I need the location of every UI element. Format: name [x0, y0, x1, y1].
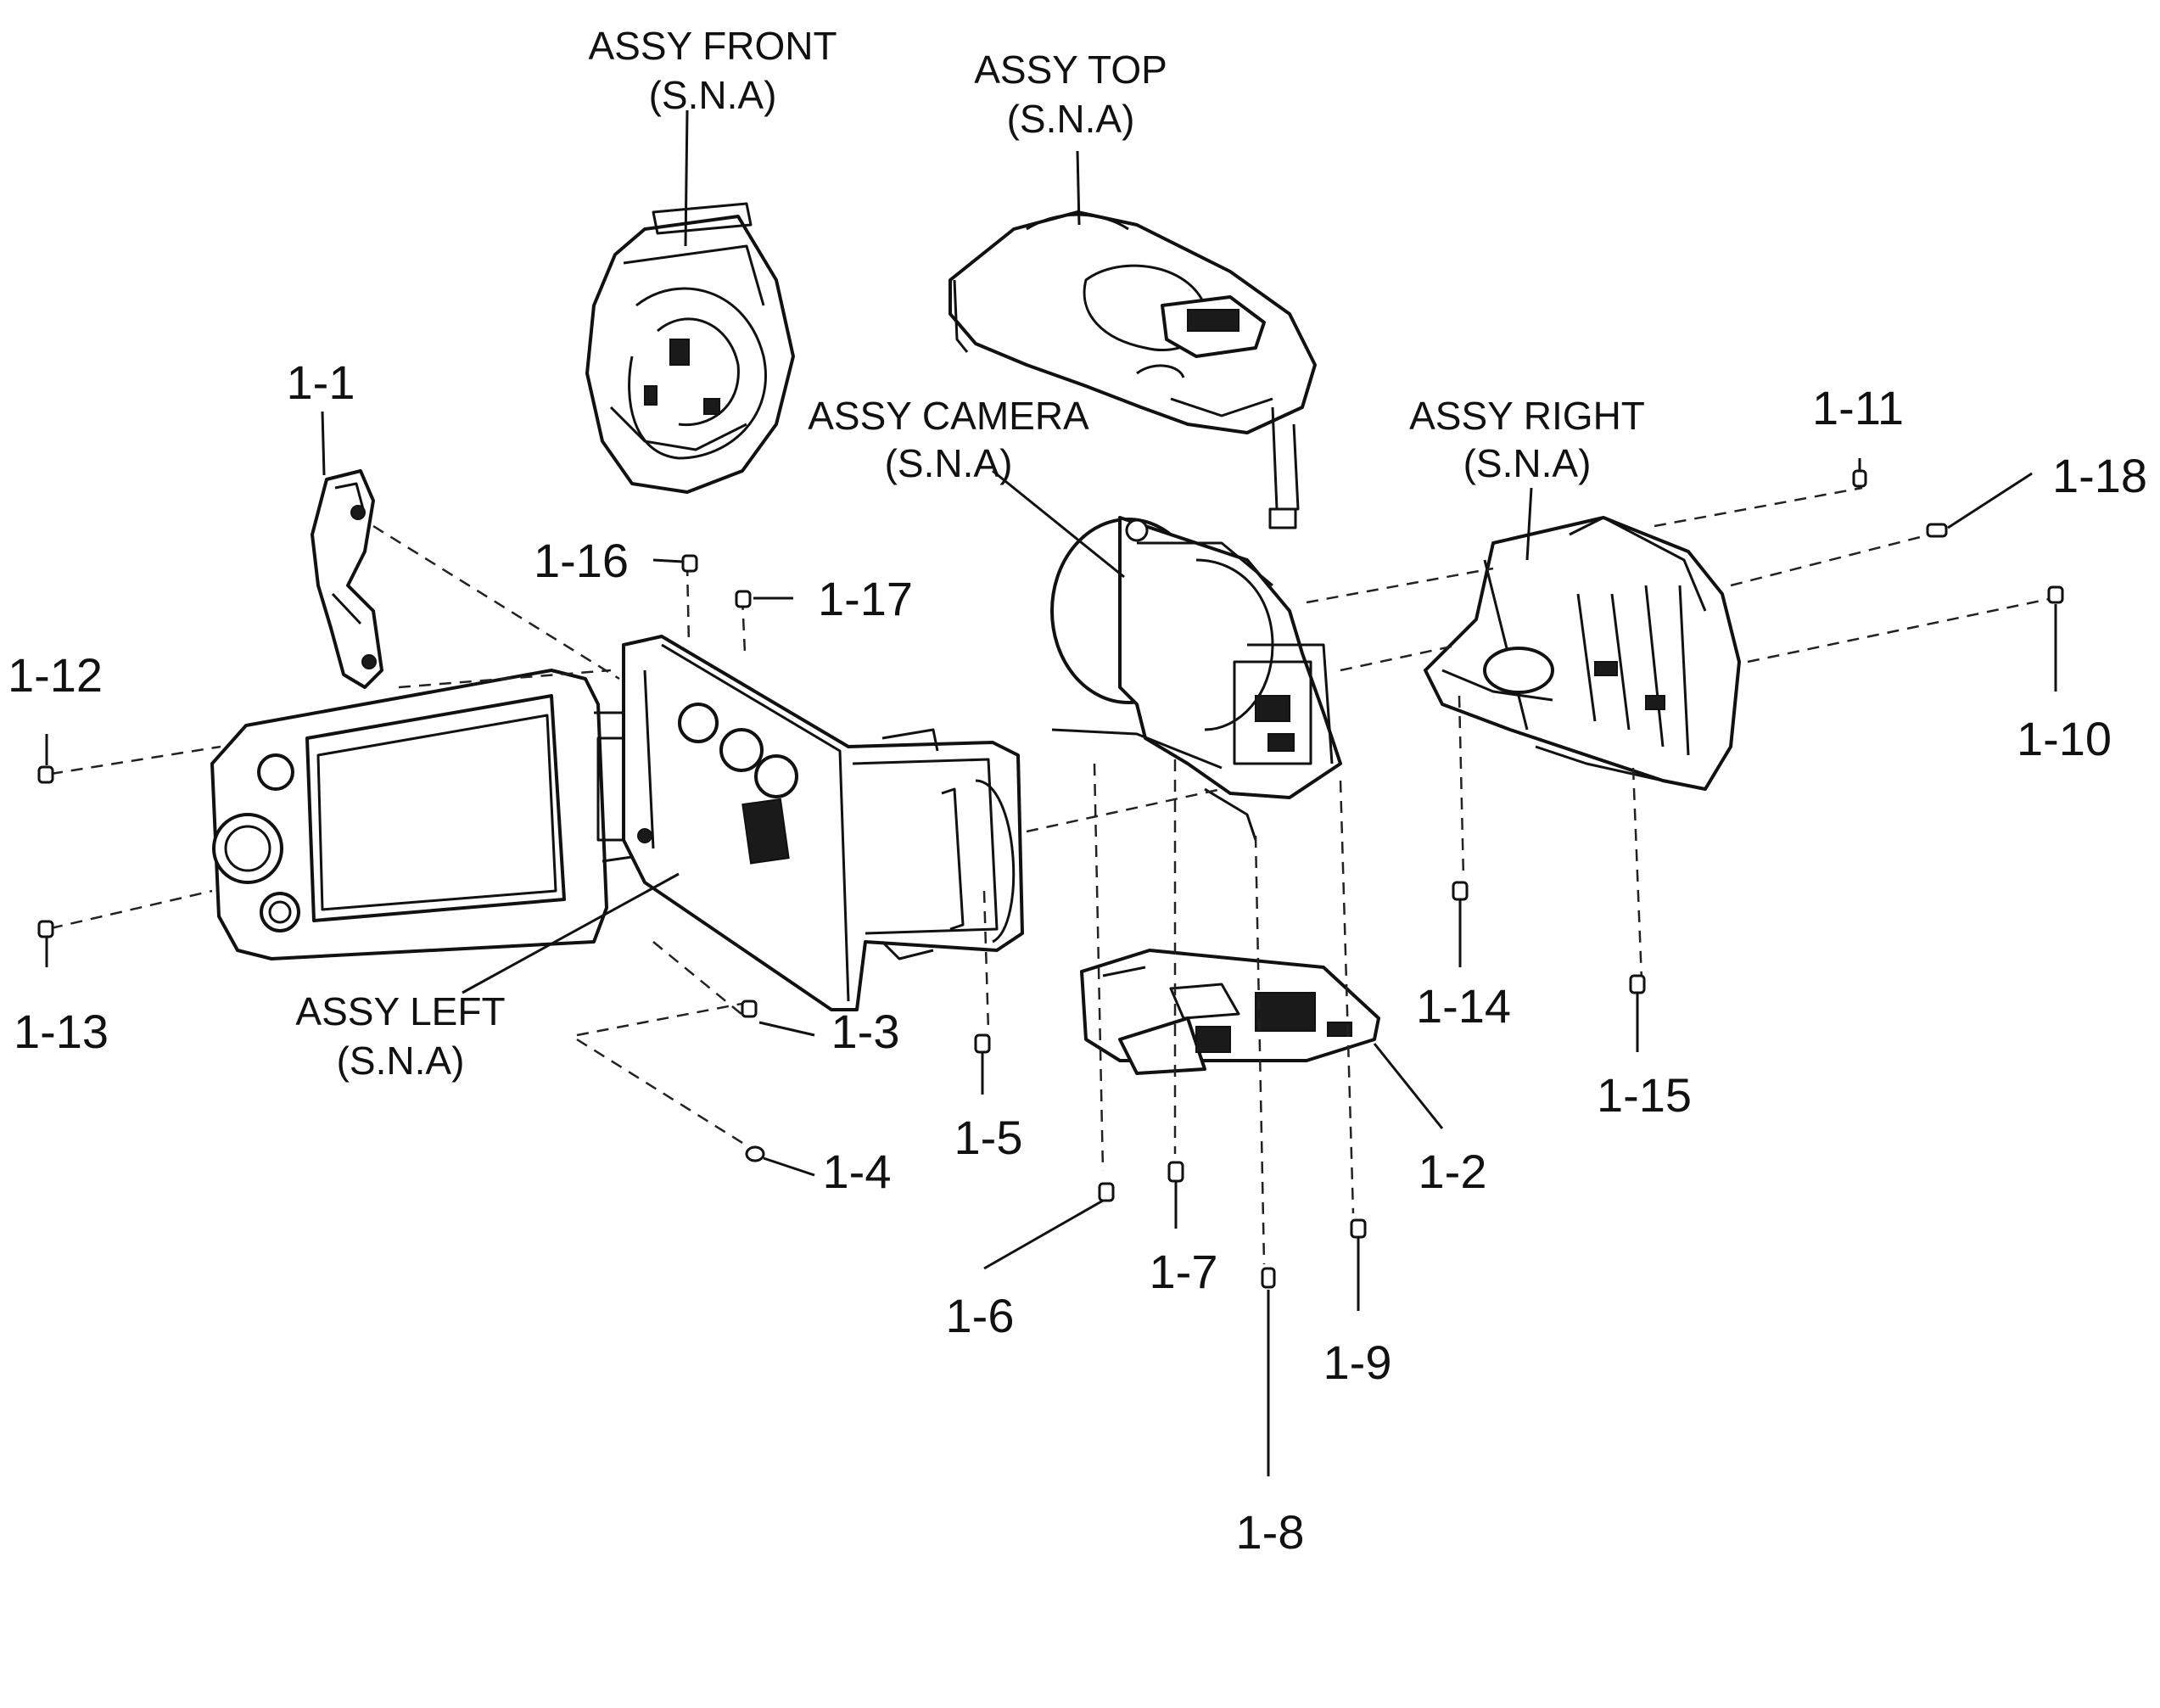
part-label-1-7: 1-7 — [1150, 1245, 1218, 1298]
assy-camera-note: (S.N.A) — [885, 441, 1013, 485]
part-1-1-strap — [311, 469, 383, 689]
part-1-2-board — [1080, 949, 1380, 1075]
part-label-1-10: 1-10 — [2017, 712, 2112, 765]
assy-front-label: ASSY FRONT — [588, 24, 837, 68]
screw-1-9 — [1350, 1218, 1367, 1239]
part-label-1-4: 1-4 — [823, 1145, 892, 1198]
screw-1-15 — [1629, 974, 1646, 994]
part-label-1-14: 1-14 — [1416, 979, 1511, 1033]
part-label-1-15: 1-15 — [1597, 1068, 1692, 1122]
assy-left-label: ASSY LEFT — [295, 989, 505, 1033]
assy-right-part — [1424, 516, 1741, 791]
part-label-1-12: 1-12 — [8, 648, 103, 702]
screw-1-5 — [974, 1033, 991, 1054]
assy-camera-part — [1050, 516, 1342, 841]
assy-front-note: (S.N.A) — [649, 73, 777, 117]
part-label-1-3: 1-3 — [831, 1005, 900, 1058]
screw-1-17 — [735, 590, 752, 608]
leader-lines — [45, 109, 2057, 1476]
assy-left-part — [622, 635, 1024, 1011]
screw-1-18 — [1926, 523, 1948, 538]
screw-1-6 — [1098, 1182, 1115, 1202]
part-label-1-6: 1-6 — [946, 1289, 1015, 1342]
part-label-1-13: 1-13 — [14, 1005, 109, 1058]
screw-1-12 — [37, 765, 54, 784]
screw-1-3 — [741, 1000, 758, 1018]
screw-1-11 — [1852, 469, 1867, 488]
screw-1-13 — [37, 920, 54, 938]
assy-top-part — [948, 210, 1317, 529]
assy-front-part — [585, 202, 795, 494]
lcd-panel-part — [210, 669, 634, 960]
part-label-1-17: 1-17 — [818, 572, 913, 625]
screw-1-4 — [745, 1145, 765, 1162]
assembly-guide-lines — [50, 486, 2054, 1265]
assembly-labels: ASSY FRONT (S.N.A) ASSY TOP (S.N.A) ASSY… — [295, 24, 1644, 1083]
assy-right-label: ASSY RIGHT — [1409, 394, 1645, 438]
screw-1-8 — [1261, 1267, 1276, 1289]
screw-1-10 — [2047, 585, 2064, 604]
assy-top-note: (S.N.A) — [1007, 97, 1135, 141]
screw-1-14 — [1452, 881, 1469, 901]
assy-right-note: (S.N.A) — [1463, 441, 1592, 485]
part-label-1-9: 1-9 — [1323, 1336, 1392, 1389]
screw-1-16 — [681, 554, 698, 573]
part-label-1-2: 1-2 — [1419, 1145, 1487, 1198]
assy-left-note: (S.N.A) — [337, 1039, 465, 1083]
part-label-1-8: 1-8 — [1236, 1505, 1305, 1559]
part-number-labels: 1-1 1-2 1-3 1-4 1-5 1-6 1-7 1-8 1-9 1-10… — [8, 356, 2147, 1559]
part-label-1-18: 1-18 — [2052, 449, 2147, 502]
screw-1-7 — [1167, 1161, 1184, 1183]
part-label-1-11: 1-11 — [1812, 381, 1904, 434]
assy-top-label: ASSY TOP — [974, 48, 1167, 92]
part-label-1-5: 1-5 — [954, 1111, 1023, 1164]
part-label-1-16: 1-16 — [534, 534, 629, 587]
part-label-1-1: 1-1 — [287, 356, 355, 409]
assy-camera-label: ASSY CAMERA — [808, 394, 1089, 438]
